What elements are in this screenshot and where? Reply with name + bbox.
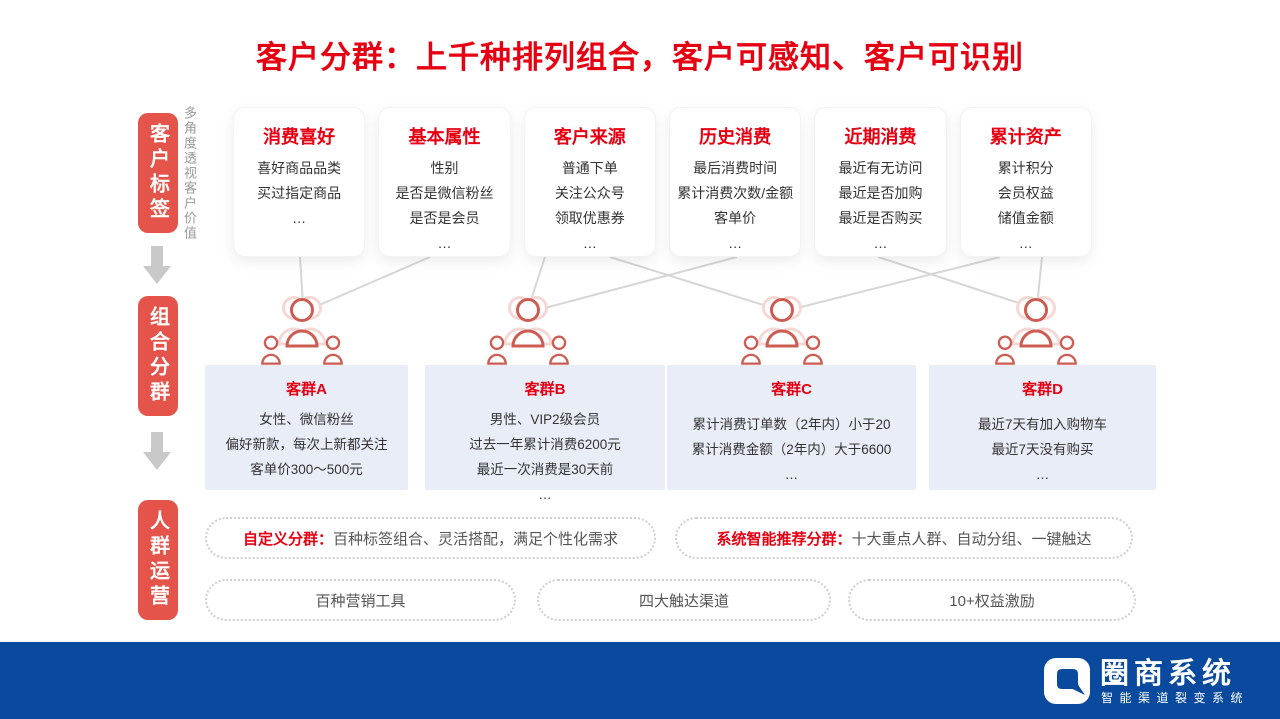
tag-item: 喜好商品品类 (257, 160, 342, 176)
tag-item: 性别 (430, 160, 459, 176)
tag-item: 累计积分 (997, 160, 1054, 176)
tag-item: 领取优惠券 (554, 210, 625, 226)
people-group-icon (487, 296, 569, 365)
tag-card-customer-source: 客户来源 普通下单 关注公众号 领取优惠券 … (523, 107, 656, 257)
segment-line: … (538, 487, 552, 502)
tag-item: 累计消费次数/金额 (677, 185, 794, 201)
tag-item: … (728, 235, 743, 251)
tag-item: … (437, 235, 452, 251)
tag-card-title: 消费喜好 (263, 127, 336, 147)
people-group-icons (261, 296, 1077, 365)
segment-card-title: 客群D (1022, 381, 1063, 398)
segment-card-title: 客群B (524, 381, 566, 398)
brand-slogan: 智能渠道裂变系统 (1101, 691, 1250, 705)
people-group-icon (261, 296, 343, 365)
custom-segment-label: 自定义分群： (242, 530, 333, 548)
tag-card-title: 客户来源 (553, 127, 626, 147)
tag-card-title: 累计资产 (989, 127, 1062, 147)
tag-item: … (582, 235, 597, 251)
segment-line: 最近7天有加入购物车 (977, 417, 1107, 432)
custom-segment-box: 自定义分群： 百种标签组合、灵活搭配，满足个性化需求 (205, 517, 656, 559)
benefit-incentives-box: 10+权益激励 (848, 579, 1136, 621)
tag-card-row: 消费喜好 喜好商品品类 买过指定商品 … 基本属性 性别 是否是微信粉丝 是否是… (233, 107, 1092, 257)
tag-item: 是否是会员 (409, 210, 480, 226)
connector-lines (299, 256, 1043, 310)
people-group-icon (995, 296, 1077, 365)
custom-segment-desc: 百种标签组合、灵活搭配，满足个性化需求 (333, 530, 619, 548)
segment-card-b: 客群B 男性、VIP2级会员 过去一年累计消费6200元 最近一次消费是30天前… (425, 365, 665, 502)
tag-item: 最近有无访问 (838, 160, 923, 176)
tag-item: … (1018, 235, 1033, 251)
tag-card-consumption-preference: 消费喜好 喜好商品品类 买过指定商品 … (233, 107, 366, 257)
segment-card-title: 客群A (286, 381, 327, 398)
tag-item: 关注公众号 (554, 185, 625, 201)
segment-line: 男性、VIP2级会员 (489, 412, 601, 427)
segment-line: 客单价300～500元 (250, 462, 363, 477)
tag-item: 最近是否加购 (838, 185, 923, 201)
tag-item: 普通下单 (561, 160, 618, 176)
down-arrow-icon (143, 432, 171, 470)
tag-item: 客单价 (714, 210, 757, 226)
tag-item: 最后消费时间 (693, 160, 778, 176)
marketing-tools-box: 百种营销工具 (205, 579, 516, 621)
stage-pill-customer-tags: 客户标签 (138, 113, 178, 233)
segment-line: 累计消费金额（2年内）大于6600 (691, 442, 892, 457)
stage-pill-audience-operation: 人群运营 (138, 500, 178, 620)
tag-item: 最近是否购买 (838, 210, 923, 226)
segment-card-c: 客群C 累计消费订单数（2年内）小于20 累计消费金额（2年内）大于6600 … (667, 365, 916, 490)
tag-card-title: 历史消费 (699, 127, 772, 147)
segment-line: 偏好新款，每次上新都关注 (225, 437, 388, 452)
rail-side-note: 多角度透视客户价值 (182, 106, 197, 241)
tag-card-basic-attributes: 基本属性 性别 是否是微信粉丝 是否是会员 … (378, 107, 511, 257)
segment-card-d: 客群D 最近7天有加入购物车 最近7天没有购买 … (929, 365, 1156, 490)
tag-item: … (873, 235, 888, 251)
segment-line: 最近一次消费是30天前 (476, 462, 614, 477)
segment-line: … (784, 467, 799, 482)
smart-segment-box: 系统智能推荐分群： 十大重点人群、自动分组、一键触达 (675, 517, 1133, 559)
smart-segment-label: 系统智能推荐分群： (716, 530, 852, 548)
reach-channels-box: 四大触达渠道 (537, 579, 831, 621)
people-group-icon (741, 296, 823, 365)
tag-item: … (292, 210, 307, 226)
stage-pill-combine-segments: 组合分群 (138, 296, 178, 416)
down-arrow-icon (143, 246, 171, 284)
tag-card-recent-consumption: 近期消费 最近有无访问 最近是否加购 最近是否购买 … (814, 107, 947, 257)
segment-line: 累计消费订单数（2年内）小于20 (692, 417, 891, 432)
tag-card-title: 近期消费 (844, 127, 917, 147)
tag-card-accumulated-assets: 累计资产 累计积分 会员权益 储值金额 … (959, 107, 1092, 257)
segment-line: 女性、微信粉丝 (259, 412, 354, 427)
page-title: 客户分群：上千种排列组合，客户可感知、客户可识别 (256, 40, 1024, 75)
segment-line: 过去一年累计消费6200元 (469, 437, 621, 452)
tag-item: 是否是微信粉丝 (395, 185, 494, 201)
tag-card-title: 基本属性 (408, 127, 481, 147)
chat-bubble-logo-icon (1044, 658, 1090, 704)
tag-item: 买过指定商品 (257, 185, 342, 201)
tag-item: 储值金额 (997, 210, 1054, 226)
tag-card-history-consumption: 历史消费 最后消费时间 累计消费次数/金额 客单价 … (668, 107, 802, 257)
segment-line: 最近7天没有购买 (991, 442, 1094, 457)
segment-line: … (1035, 467, 1050, 482)
brand-name: 圈商系统 (1100, 658, 1237, 690)
segment-card-title: 客群C (771, 381, 812, 398)
segment-card-a: 客群A 女性、微信粉丝 偏好新款，每次上新都关注 客单价300～500元 (205, 365, 408, 490)
tag-item: 会员权益 (997, 185, 1054, 201)
smart-segment-desc: 十大重点人群、自动分组、一键触达 (851, 530, 1092, 548)
